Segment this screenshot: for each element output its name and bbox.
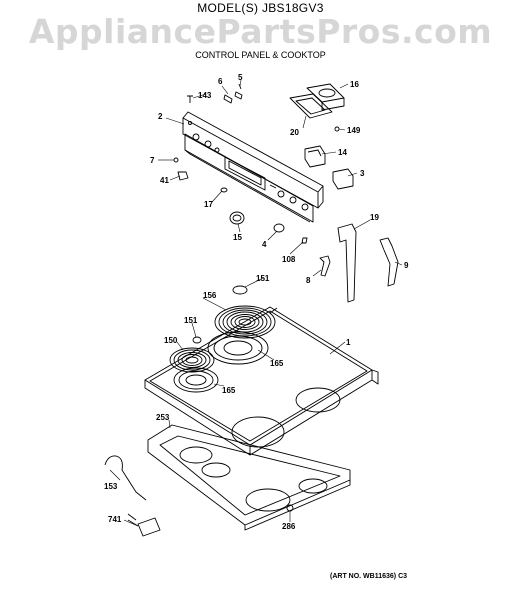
part-label-165-left: 165 (222, 386, 236, 395)
watermark-logo: AppliancePartsPros.com (28, 12, 493, 51)
part-label-8: 8 (306, 276, 311, 285)
part-label-19: 19 (370, 213, 379, 222)
part-label-153: 153 (104, 482, 118, 491)
part-label-156: 156 (203, 291, 217, 300)
part-label-741: 741 (108, 515, 122, 524)
part-label-3: 3 (360, 169, 365, 178)
part-label-286: 286 (282, 522, 296, 531)
part-label-149: 149 (347, 126, 361, 135)
part-label-17: 17 (204, 200, 213, 209)
section-subtitle: CONTROL PANEL & COOKTOP (195, 50, 326, 60)
part-label-150: 150 (164, 336, 178, 345)
part-label-4: 4 (262, 240, 267, 249)
part-20-bracket (289, 93, 333, 119)
part-label-2: 2 (158, 112, 163, 121)
part-label-1: 1 (346, 338, 351, 347)
part-label-151-top: 151 (256, 274, 270, 283)
small-surface-unit (169, 347, 215, 373)
burner-box (147, 424, 351, 531)
part-label-7: 7 (150, 156, 155, 165)
control-panel (182, 111, 324, 223)
part-label-5: 5 (238, 73, 243, 82)
part-label-151-lower: 151 (184, 316, 198, 325)
part-label-9: 9 (404, 261, 409, 270)
part-label-15: 15 (233, 233, 242, 242)
part-label-165-right: 165 (270, 359, 284, 368)
part-label-6: 6 (218, 77, 223, 86)
part-label-143: 143 (198, 91, 212, 100)
model-title: MODEL(S) JBS18GV3 (197, 1, 324, 15)
large-surface-unit (214, 305, 278, 339)
cooktop-main-top (144, 306, 379, 456)
part-label-108: 108 (282, 255, 296, 264)
part-label-41: 41 (160, 176, 169, 185)
part-label-16: 16 (350, 80, 359, 89)
part-label-253: 253 (156, 413, 170, 422)
part-label-20: 20 (290, 128, 299, 137)
part-label-14: 14 (338, 148, 347, 157)
art-number: (ART NO. WB11636) C3 (330, 573, 408, 580)
